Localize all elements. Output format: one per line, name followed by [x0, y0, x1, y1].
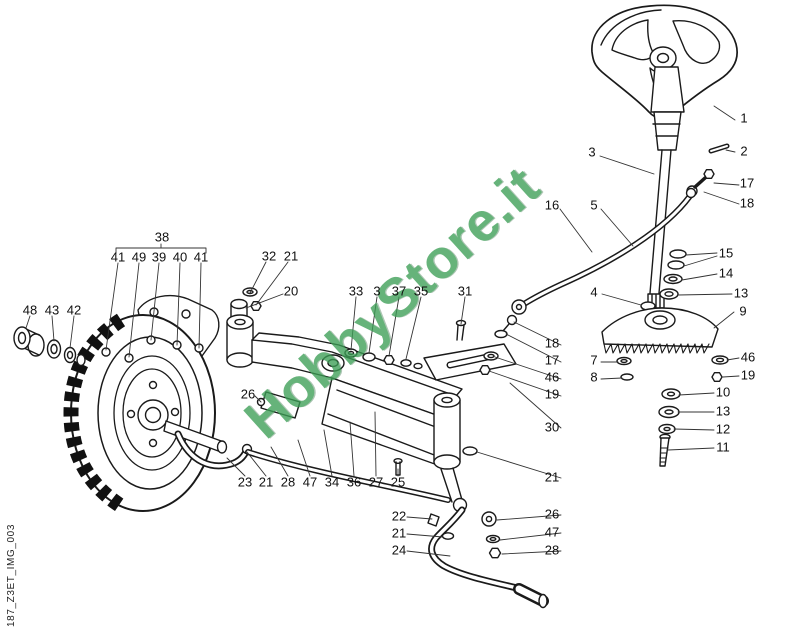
- steering-wheel: [591, 4, 738, 151]
- part-callout: 22: [391, 508, 407, 524]
- part-callout: 26: [544, 506, 560, 522]
- part-callout: 1: [740, 110, 748, 126]
- part-callout: 32: [261, 248, 277, 264]
- part-callout: 47: [302, 474, 318, 490]
- drag-link: [479, 187, 697, 375]
- part-callout: 31: [457, 283, 473, 299]
- part-callout: 41: [110, 249, 126, 265]
- part-callout: 36: [346, 474, 362, 490]
- part-callout: 7: [590, 352, 598, 368]
- part-callout: 5: [590, 197, 598, 213]
- figure-code: 187_Z3ET_IMG_003: [6, 524, 17, 627]
- part-callout: 43: [44, 302, 60, 318]
- part-callout: 39: [151, 249, 167, 265]
- spindle-and-steering-arm: [163, 420, 253, 470]
- part-callout: 46: [740, 349, 756, 365]
- part-callout: 3: [588, 144, 596, 160]
- part-callout: 38: [154, 229, 170, 245]
- part-callout: 41: [193, 249, 209, 265]
- part-callout: 49: [131, 249, 147, 265]
- front-wheel: [63, 313, 216, 513]
- part-callout: 10: [715, 384, 731, 400]
- part-callout: 27: [368, 474, 384, 490]
- part-callout: 19: [544, 386, 560, 402]
- part-callout: 21: [258, 474, 274, 490]
- part-callout: 34: [324, 474, 340, 490]
- part-callout: 12: [715, 421, 731, 437]
- part-callout: 3: [373, 283, 381, 299]
- part-callout: 9: [739, 303, 747, 319]
- part-callout: 25: [390, 474, 406, 490]
- part-callout: 21: [391, 525, 407, 541]
- part-callout: 35: [413, 283, 429, 299]
- part-callout: 28: [280, 474, 296, 490]
- part-callout: 8: [590, 369, 598, 385]
- sector-gear: [601, 249, 729, 467]
- part-callout: 21: [544, 469, 560, 485]
- leader-lines: [25, 105, 740, 557]
- part-callout: 17: [544, 352, 560, 368]
- part-callout: 24: [391, 542, 407, 558]
- part-callout: 2: [740, 143, 748, 159]
- part-callout: 40: [172, 249, 188, 265]
- part-callout: 46: [544, 369, 560, 385]
- part-callout: 13: [733, 285, 749, 301]
- tie-rod-assembly: [427, 467, 549, 609]
- part-callout: 48: [22, 302, 38, 318]
- part-callout: 16: [544, 197, 560, 213]
- part-callout: 15: [718, 245, 734, 261]
- part-callout: 21: [283, 248, 299, 264]
- sleeve-and-washers: [13, 326, 86, 367]
- part-callout: 28: [544, 542, 560, 558]
- part-callout: 13: [715, 403, 731, 419]
- part-callout: 26: [240, 386, 256, 402]
- part-callout: 14: [718, 265, 734, 281]
- part-callout: 23: [237, 474, 253, 490]
- part-callout: 30: [544, 419, 560, 435]
- part-callout: 17: [739, 175, 755, 191]
- part-callout: 20: [283, 283, 299, 299]
- part-callout: 4: [590, 284, 598, 300]
- part-callout: 37: [391, 283, 407, 299]
- part-callout: 11: [716, 439, 730, 455]
- part-callout: 33: [348, 283, 364, 299]
- part-callout: 47: [544, 524, 560, 540]
- part-callout: 19: [740, 367, 756, 383]
- part-callout: 42: [66, 302, 82, 318]
- part-callout: 18: [739, 195, 755, 211]
- part-callout: 18: [544, 335, 560, 351]
- front-axle: [226, 287, 478, 470]
